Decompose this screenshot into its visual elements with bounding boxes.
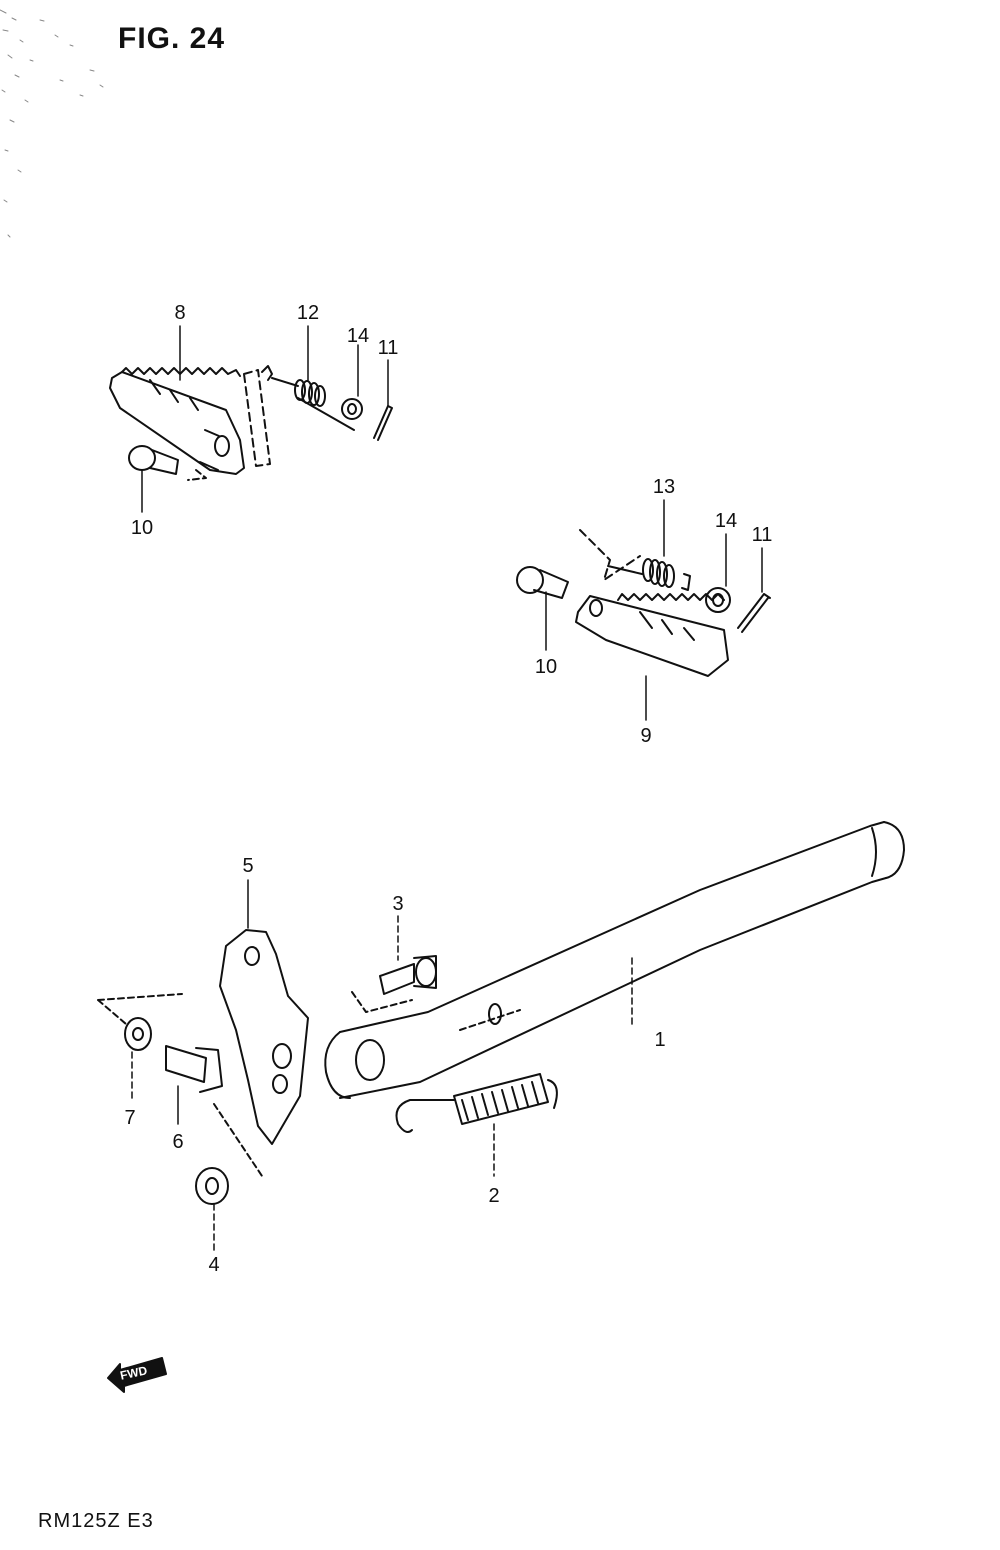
figure-title: FIG. 24: [118, 22, 226, 55]
guide-left: [243, 369, 271, 467]
footrest-left: [109, 367, 245, 475]
bracket: [213, 929, 309, 1177]
bolt-6: [165, 1045, 223, 1093]
callout-13: 13: [652, 476, 676, 498]
callout-6: 6: [172, 1131, 184, 1153]
callout-4: 4: [208, 1254, 220, 1276]
model-code: RM125Z E3: [38, 1510, 154, 1532]
callout-3: 3: [392, 893, 404, 915]
spring-left: [261, 365, 355, 431]
leader-lines: [131, 325, 763, 1251]
cotter-pin-left: [373, 405, 393, 441]
callout-5: 5: [242, 855, 254, 877]
spring-right: [607, 558, 691, 591]
callout-14-right: 14: [714, 510, 738, 532]
callout-9: 9: [640, 725, 652, 747]
washer-right: [705, 587, 731, 613]
callout-11-right: 11: [751, 524, 773, 546]
callout-12: 12: [296, 302, 320, 324]
pin-left: [128, 445, 207, 481]
callout-8: 8: [174, 302, 186, 324]
callout-11-left: 11: [377, 337, 399, 359]
guide-right: [579, 529, 641, 581]
washer-left: [341, 398, 363, 420]
washer-4: [195, 1167, 229, 1205]
nut-7: [97, 993, 183, 1051]
callout-1: 1: [654, 1029, 666, 1051]
callout-14-left: 14: [346, 325, 370, 347]
cotter-pin-right: [737, 593, 771, 633]
callout-10-right: 10: [534, 656, 558, 678]
callout-2: 2: [488, 1185, 500, 1207]
forward-arrow: [107, 1357, 167, 1393]
pin-right: [516, 566, 569, 599]
stand: [324, 821, 905, 1099]
scan-noise: [0, 9, 104, 238]
callout-10-left: 10: [130, 517, 154, 539]
bolt-3: [351, 955, 437, 1013]
spring-stand: [395, 1073, 558, 1133]
footrest-right: [575, 593, 729, 677]
callout-7: 7: [124, 1107, 136, 1129]
